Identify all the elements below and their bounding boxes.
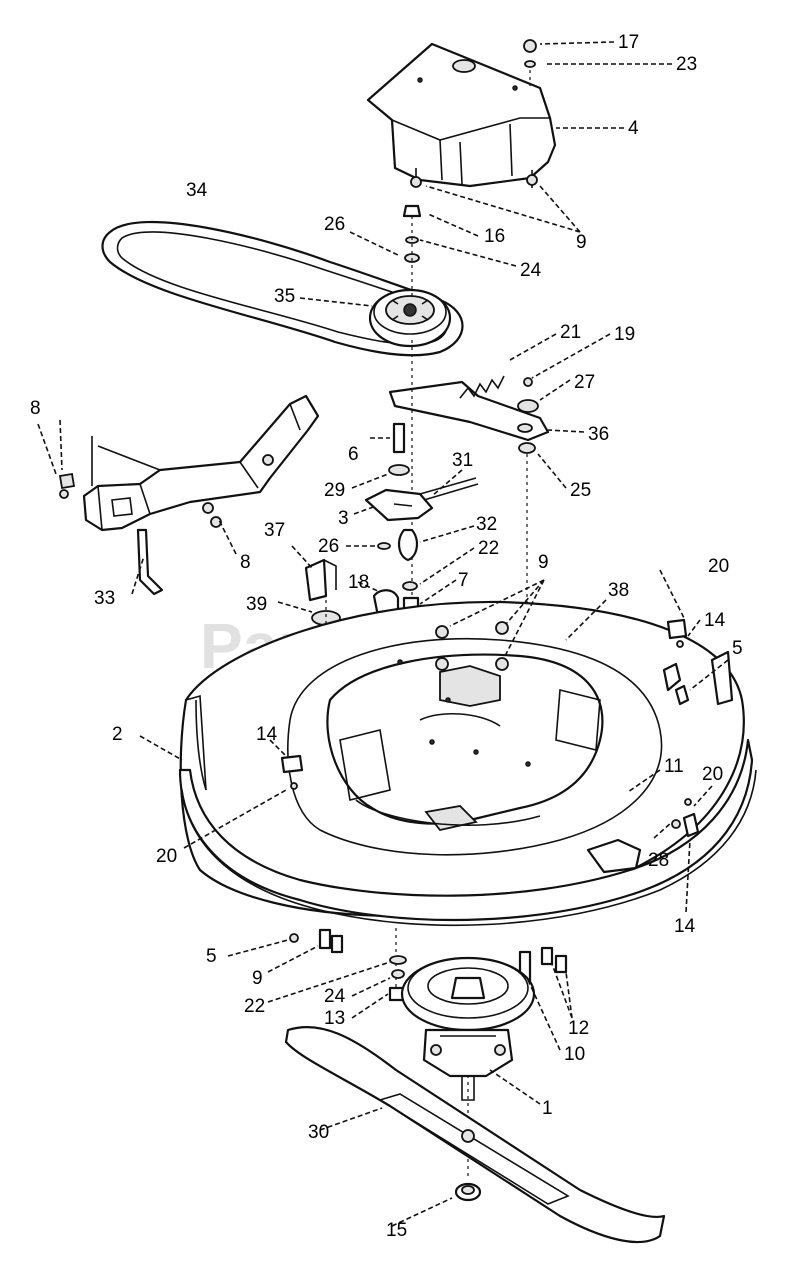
mower-deck: [178, 600, 757, 927]
deck-lift-bracket: [58, 394, 320, 596]
bolt-16-washers: [402, 204, 422, 296]
callout-31: 31: [452, 450, 473, 471]
callout-23: 23: [676, 54, 697, 75]
spindle-assembly: [400, 956, 536, 1101]
callout-1: 1: [542, 1098, 553, 1119]
bolt-6-washer-29: [388, 422, 410, 476]
callout-11: 11: [664, 756, 684, 777]
callout-32: 32: [476, 514, 497, 535]
callout-9-center: 9: [538, 552, 549, 573]
callout-28: 28: [648, 850, 669, 871]
pulley-cover: [366, 42, 557, 188]
callout-16: 16: [484, 226, 505, 247]
callout-22-bottom: 22: [244, 996, 265, 1017]
callout-8: 8: [30, 398, 41, 419]
callout-19: 19: [614, 324, 635, 345]
callout-3: 3: [338, 508, 349, 529]
blade-bolt: [454, 1182, 482, 1202]
callout-5: 5: [732, 638, 743, 659]
callout-35: 35: [274, 286, 295, 307]
callout-12: 12: [568, 1018, 589, 1039]
callout-22: 22: [478, 538, 499, 559]
callout-14-bottom: 14: [674, 916, 696, 937]
callout-26-lower: 26: [318, 536, 339, 557]
leader-lines: [37, 41, 729, 1227]
callout-14: 14: [704, 610, 726, 631]
callout-30: 30: [308, 1122, 329, 1143]
callout-25: 25: [570, 480, 591, 501]
callout-9: 9: [576, 232, 587, 253]
callout-21: 21: [560, 322, 581, 343]
callout-38: 38: [608, 580, 629, 601]
callout-8-lower: 8: [240, 552, 251, 573]
callout-20-left: 20: [156, 846, 177, 867]
callout-24-bottom: 24: [324, 986, 346, 1007]
callout-37: 37: [264, 520, 285, 541]
callout-10: 10: [564, 1044, 585, 1065]
deck-hardware: [280, 618, 700, 838]
callout-5-bottom: 5: [206, 946, 217, 967]
callout-34: 34: [186, 180, 208, 201]
callout-2: 2: [112, 724, 123, 745]
callout-13: 13: [324, 1008, 345, 1029]
callout-20-right: 20: [702, 764, 723, 785]
callout-4: 4: [628, 118, 639, 139]
callout-27: 27: [574, 372, 595, 393]
callout-9-bottom: 9: [252, 968, 263, 989]
callout-26: 26: [324, 214, 345, 235]
callout-7: 7: [458, 570, 469, 591]
callout-labels: 17 23 4 34 26 16 9 24 35 21 19 27 8 36 6…: [30, 32, 743, 1241]
callout-24: 24: [520, 260, 542, 281]
callout-18: 18: [348, 572, 369, 593]
callout-20: 20: [708, 556, 729, 577]
callout-14-left: 14: [256, 724, 278, 745]
mower-blade: [284, 1026, 666, 1244]
idler-pulley: [368, 288, 452, 348]
callout-29: 29: [324, 480, 345, 501]
callout-15: 15: [386, 1220, 407, 1241]
callout-6: 6: [348, 444, 359, 465]
callout-39: 39: [246, 594, 267, 615]
idler-bracket: [364, 477, 479, 522]
nut-17-washer-23: [523, 39, 537, 86]
underside-hardware: [289, 928, 568, 1002]
callout-17: 17: [618, 32, 639, 53]
callout-33: 33: [94, 588, 115, 609]
callout-36: 36: [588, 424, 609, 445]
